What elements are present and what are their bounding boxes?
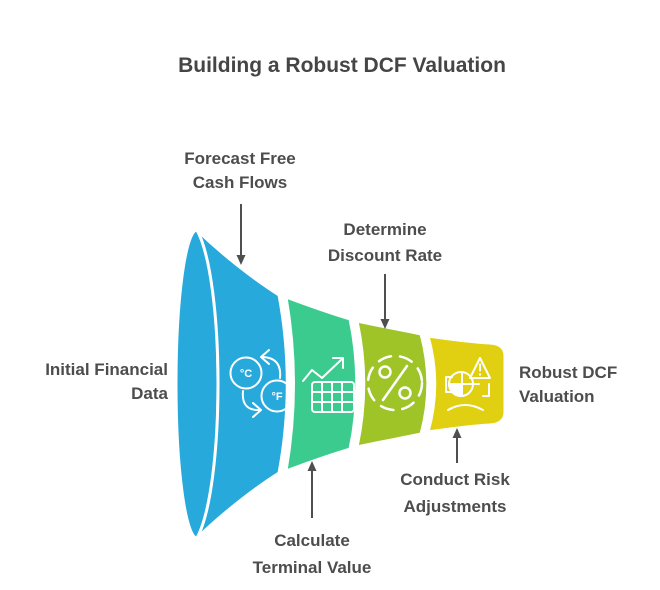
- label-line: Adjustments: [404, 497, 507, 516]
- arrow-discount: [380, 274, 390, 329]
- label-line: Forecast Free: [184, 149, 296, 168]
- fahrenheit-glyph: °F: [271, 391, 282, 403]
- label-line: Cash Flows: [193, 173, 287, 192]
- label-line: Discount Rate: [328, 246, 442, 265]
- label-line: Conduct Risk: [400, 470, 510, 489]
- funnel-stage-forecast: [195, 228, 289, 540]
- percent-dashed-circle-icon: [366, 354, 424, 412]
- warning-triangle-icon: [469, 357, 491, 379]
- label-line: Robust DCF: [519, 363, 617, 382]
- label-line: Terminal Value: [253, 558, 372, 577]
- funnel-stage-discount: [355, 319, 430, 449]
- celsius-glyph: °C: [240, 368, 252, 380]
- label-line: Determine: [343, 220, 426, 239]
- frame-left-bracket: [445, 376, 453, 393]
- label-initial-financial-data: Initial Financial Data: [45, 360, 168, 403]
- label-line: Calculate: [274, 531, 350, 550]
- label-line: Initial Financial: [45, 360, 168, 379]
- temperature-conversion-icon: °C °F: [229, 349, 294, 418]
- label-determine-discount-rate: Determine Discount Rate: [328, 220, 442, 265]
- page-title: Building a Robust DCF Valuation: [178, 54, 506, 77]
- risk-assessment-icon: [445, 357, 491, 411]
- curve-under-globe: [447, 404, 484, 411]
- arrow-terminal: [307, 461, 317, 518]
- arrow-risk: [452, 428, 462, 463]
- label-line: Valuation: [519, 387, 595, 406]
- frame-right-bracket: [482, 383, 490, 397]
- label-robust-dcf-valuation: Robust DCF Valuation: [519, 363, 617, 406]
- arrow-forecast: [236, 204, 246, 265]
- label-line: Data: [131, 384, 168, 403]
- growth-spreadsheet-icon: [302, 357, 355, 413]
- label-conduct-risk-adjustments: Conduct Risk Adjustments: [400, 470, 510, 516]
- label-calculate-terminal-value: Calculate Terminal Value: [253, 531, 372, 577]
- label-forecast-free-cash-flows: Forecast Free Cash Flows: [184, 149, 296, 192]
